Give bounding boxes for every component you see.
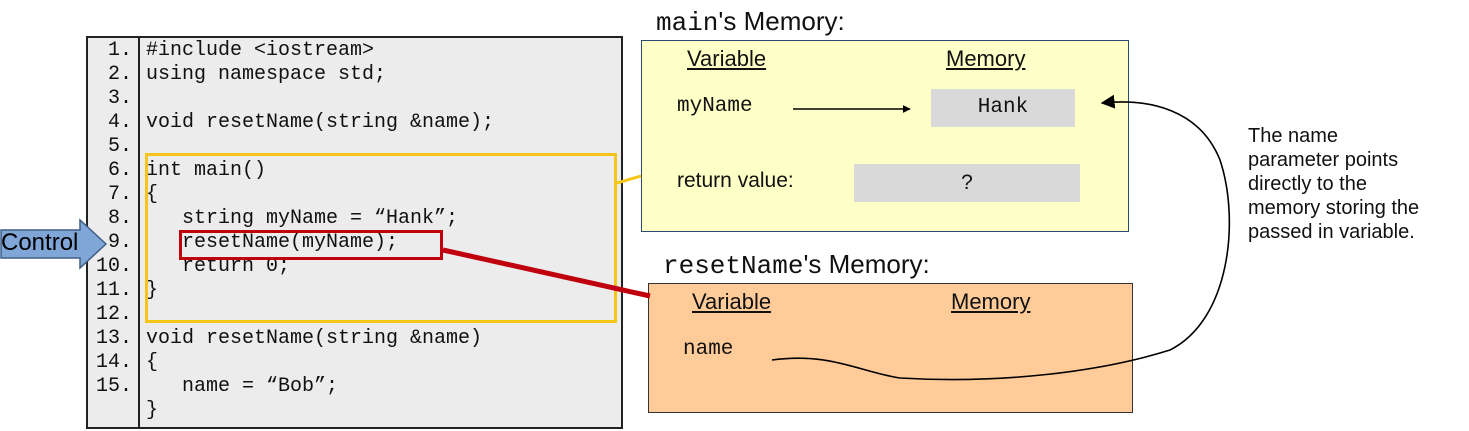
code-line: using namespace std; [146,63,387,86]
code-line: void resetName(string &name); [146,111,495,134]
code-line: #include <iostream> [146,39,375,62]
reset-memory-title-suffix: 's Memory: [803,249,930,279]
main-memory-cell-return: ? [854,164,1080,202]
line-number: 5. [107,135,132,158]
line-number: 2. [107,63,132,86]
line-number: 15. [95,375,132,398]
reset-variable-name: name [683,338,734,361]
main-memory-title: main's Memory: [656,6,845,38]
line-number: 9. [107,231,132,254]
control-arrow-icon [0,218,108,270]
reference-explanation: The name parameter points directly to th… [1248,125,1420,243]
code-line: { [146,351,159,374]
function-call-highlight [179,230,443,260]
main-variable-return: return value: [677,169,794,192]
line-number: 4. [107,111,132,134]
line-number: 11. [95,279,132,302]
reset-memory-header: Memory [951,289,1031,314]
code-line: } [146,279,159,302]
main-variable-myname: myName [677,95,753,118]
reset-memory-title: resetName's Memory: [663,249,930,281]
line-number: 7. [107,183,132,206]
line-number: 8. [107,207,132,230]
code-line: return 0; [146,255,291,278]
reset-memory-title-code: resetName [663,251,804,281]
line-number: 1. [107,39,132,62]
code-line: int main() [146,159,267,182]
main-memory-title-code: main [656,8,719,38]
line-number: 10. [95,255,132,278]
code-line: string myName = “Hank”; [146,207,459,230]
main-memory-title-suffix: 's Memory: [718,6,845,36]
control-label: Control [1,229,79,256]
code-line: } [146,399,159,422]
main-memory-cell-myname: Hank [931,89,1075,127]
main-function-highlight [145,153,617,323]
line-number: 14. [95,351,132,374]
line-number-divider [138,36,140,429]
code-line-current: resetName(myName); [146,231,399,254]
line-number: 6. [107,159,132,182]
line-number: 12. [95,303,132,326]
main-variable-header: Variable [687,46,767,71]
reset-variable-header: Variable [692,289,772,314]
code-line: void resetName(string &name) [146,327,483,350]
code-line: { [146,183,159,206]
line-number: 13. [95,327,132,350]
code-line: name = “Bob”; [146,375,339,398]
line-number: 3. [107,87,132,110]
main-memory-header: Memory [946,46,1026,71]
